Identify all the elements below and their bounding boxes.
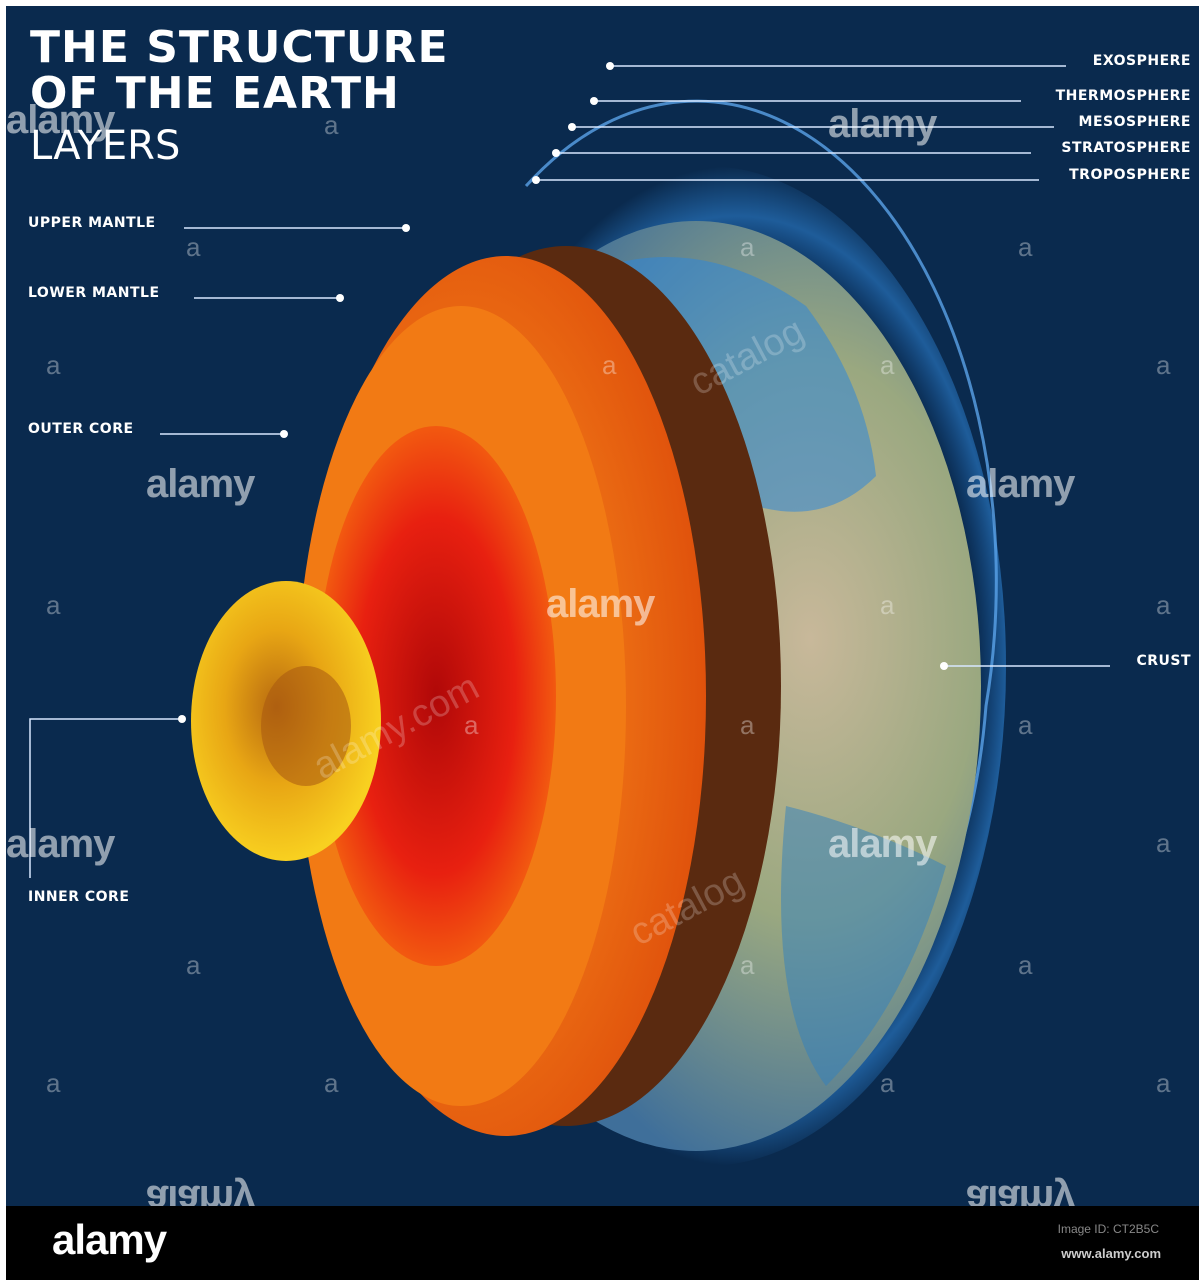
watermark-letter: a	[186, 950, 201, 980]
label-troposphere: TROPOSPHERE	[1069, 167, 1191, 183]
outer-core-shape	[316, 426, 556, 966]
watermark-brand: alamy	[146, 1177, 255, 1206]
watermark-letter: a	[1018, 232, 1033, 262]
title-line-1: THE STRUCTURE	[30, 22, 449, 73]
watermark-brand: alamy	[828, 102, 937, 146]
watermark-letter: a	[1156, 1068, 1171, 1098]
footer-bar: alamy Image ID: CT2B5C www.alamy.com	[6, 1206, 1199, 1280]
leader-dots	[178, 62, 948, 723]
footer-url: www.alamy.com	[1061, 1246, 1161, 1261]
watermark-letter: a	[880, 1068, 895, 1098]
leader-lines	[29, 65, 1110, 878]
watermark-letter: a	[1156, 350, 1171, 380]
watermark-letter: a	[1018, 710, 1033, 740]
watermark-letter: a	[324, 110, 339, 140]
label-mesosphere: MESOSPHERE	[1078, 114, 1191, 130]
title-line-3: LAYERS	[30, 123, 181, 169]
label-thermosphere: THERMOSPHERE	[1055, 88, 1191, 104]
watermark-letter: a	[602, 350, 617, 380]
footer-logo: alamy	[52, 1216, 167, 1263]
label-inner-core: INNER CORE	[28, 889, 130, 905]
leader-inner-core	[29, 718, 182, 878]
label-outer-core: OUTER CORE	[28, 421, 134, 437]
footer-image-id: Image ID: CT2B5C	[1057, 1222, 1159, 1236]
watermark-letter: a	[46, 350, 61, 380]
label-upper-mantle: UPPER MANTLE	[28, 215, 156, 231]
watermark-letter: a	[1156, 828, 1171, 858]
watermark-letter: a	[186, 232, 201, 262]
watermark-letter: a	[880, 350, 895, 380]
watermark-letter: a	[46, 1068, 61, 1098]
watermark-letter: a	[464, 710, 479, 740]
label-exosphere: EXOSPHERE	[1092, 53, 1191, 69]
watermark-letter: a	[324, 1068, 339, 1098]
watermark-letter: a	[1018, 950, 1033, 980]
watermark-letter: a	[1156, 590, 1171, 620]
watermark-letter: a	[740, 950, 755, 980]
watermark-brand: alamy	[6, 822, 115, 866]
watermark-letter: a	[46, 590, 61, 620]
earth-illustration	[29, 62, 1110, 1166]
watermark-letter: a	[880, 590, 895, 620]
watermark-brand: alamy	[6, 98, 115, 142]
watermark-brand: alamy	[546, 582, 655, 626]
watermark-letter: a	[740, 232, 755, 262]
watermark-brand: alamy	[828, 822, 937, 866]
diagram-poster: THE STRUCTURE OF THE EARTH LAYERS EXOSPH…	[6, 6, 1199, 1206]
title-line-2: OF THE EARTH	[30, 68, 400, 119]
label-lower-mantle: LOWER MANTLE	[28, 285, 160, 301]
watermark-brand: alamy	[966, 462, 1075, 506]
watermark-brand: alamy	[146, 462, 255, 506]
label-stratosphere: STRATOSPHERE	[1061, 140, 1191, 156]
watermark-letter: a	[740, 710, 755, 740]
watermark-brand: alamy	[966, 1177, 1075, 1206]
label-crust: CRUST	[1136, 653, 1191, 669]
